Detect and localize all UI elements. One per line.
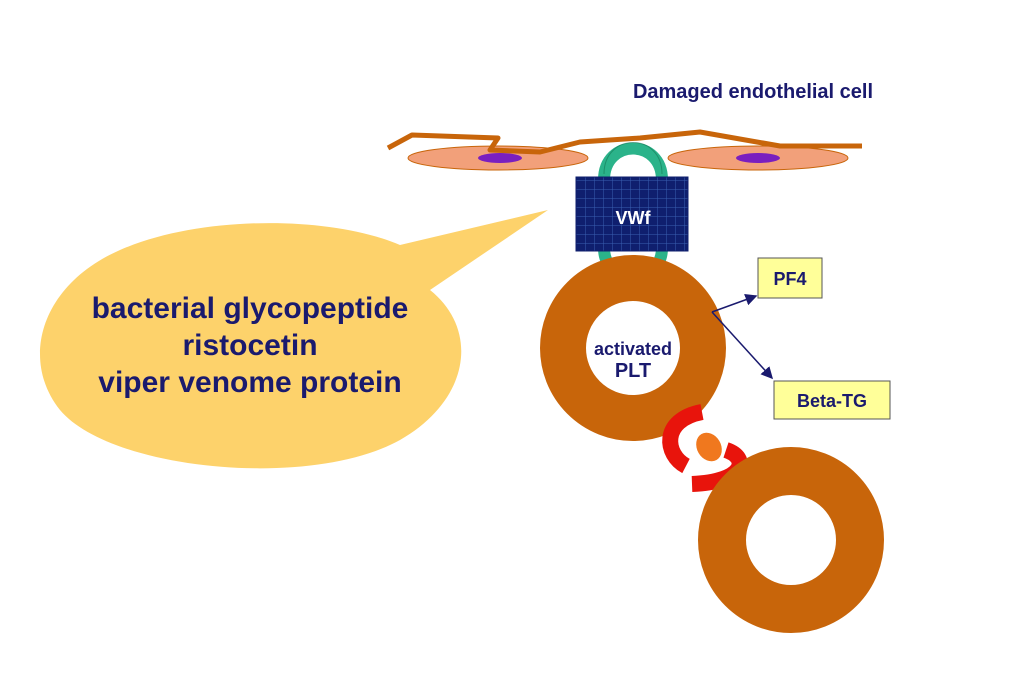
pf4-label: PF4 [773,269,806,289]
beta-tg-label: Beta-TG [797,391,867,411]
platelet-label-line2: PLT [615,360,651,382]
bubble-line-3: viper venome protein [98,366,401,399]
arrow-to-pf4 [711,293,758,313]
pf4-box [757,257,823,299]
beta-tg-box [773,380,891,420]
nucleus-right [736,153,780,163]
orange-dot [696,432,722,462]
bubble-line-2: ristocetin [182,329,317,362]
nucleus-left [478,153,522,163]
vwf-block [575,176,689,252]
platelet-label-line1: activated [594,339,672,359]
activated-platelet [540,255,726,441]
bubble-line-1: bacterial glycopeptide [92,292,409,325]
arrow-to-beta-tg [711,311,774,380]
receptor-loop-top [598,142,668,181]
diagram-title: Damaged endothelial cell [633,81,873,103]
red-arc-left [662,404,704,474]
vwf-label: VWf [616,208,652,228]
collagen-fiber [386,129,862,155]
resting-platelet [698,447,884,633]
speech-bubble [40,210,548,469]
